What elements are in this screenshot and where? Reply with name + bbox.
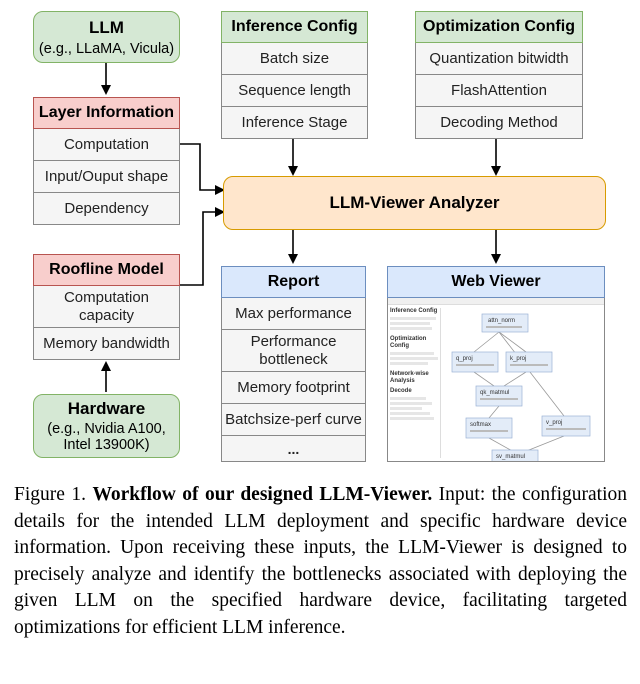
roofline-item: Computation capacity: [33, 286, 180, 328]
optimization-config-item: FlashAttention: [415, 75, 583, 107]
web-viewer-header: Web Viewer: [387, 266, 605, 298]
analyzer-box: LLM-Viewer Analyzer: [223, 176, 606, 230]
report-header: Report: [221, 266, 366, 298]
caption-title: Workflow of our designed LLM-Viewer.: [92, 484, 433, 505]
mini-node-label: softmax: [470, 422, 491, 428]
report-item: ...: [221, 436, 366, 462]
layer-info-title: Layer Information: [38, 104, 175, 121]
mini-node: [451, 351, 499, 373]
web-viewer-title: Web Viewer: [451, 273, 541, 290]
inference-config-header: Inference Config: [221, 11, 368, 43]
roofline-header: Roofline Model: [33, 254, 180, 286]
hardware-line1: (e.g., Nvidia A100,: [47, 421, 166, 437]
optimization-config-item: Quantization bitwidth: [415, 43, 583, 75]
mini-sidebar-heading: Inference Config: [390, 308, 438, 314]
mini-node: [491, 449, 539, 461]
report-item: Memory footprint: [221, 372, 366, 404]
analyzer-title: LLM-Viewer Analyzer: [329, 193, 500, 212]
mini-node-label: qk_matmul: [480, 390, 509, 396]
mini-node: [475, 385, 523, 407]
optimization-config-header: Optimization Config: [415, 11, 583, 43]
hardware-line2: Intel 13900K): [63, 437, 150, 453]
optimization-config-title: Optimization Config: [423, 18, 575, 35]
layer-info-item: Dependency: [33, 193, 180, 225]
llm-box: LLM (e.g., LLaMA, Vicula): [33, 11, 180, 63]
hardware-box: Hardware (e.g., Nvidia A100, Intel 13900…: [33, 394, 180, 458]
mini-node-label: q_proj: [456, 356, 473, 362]
inference-config-item: Inference Stage: [221, 107, 368, 139]
mini-node: [505, 351, 553, 373]
roofline-title: Roofline Model: [49, 261, 164, 278]
mini-node-label: attn_norm: [488, 318, 515, 324]
mini-graph: attn_norm q_proj k_proj qk_matmul softma…: [451, 313, 591, 461]
mini-node-label: sv_matmul: [496, 454, 525, 460]
layer-info-item: Input/Ouput shape: [33, 161, 180, 193]
inference-config-item: Sequence length: [221, 75, 368, 107]
layer-info-header: Layer Information: [33, 97, 180, 129]
llm-subtitle: (e.g., LLaMA, Vicula): [38, 40, 175, 57]
mini-node: [541, 415, 591, 437]
mini-sidebar-heading: Decode: [390, 388, 412, 394]
roofline-item: Memory bandwidth: [33, 328, 180, 360]
layer-info-item: Computation: [33, 129, 180, 161]
mini-sidebar-heading: Network-wise Analysis: [390, 371, 429, 384]
mini-node-label: v_proj: [546, 420, 562, 426]
connector-arrows: [101, 63, 501, 392]
report-item: Max performance: [221, 298, 366, 330]
report-item: Performance bottleneck: [221, 330, 366, 372]
caption-label: Figure 1.: [14, 484, 86, 505]
inference-config-item: Batch size: [221, 43, 368, 75]
web-viewer-screenshot: Inference Config Optimization Config Net…: [387, 298, 605, 462]
report-item: Batchsize-perf curve: [221, 404, 366, 436]
caption-body: Input: the configuration details for the…: [14, 484, 628, 638]
report-item-label: Performance bottleneck: [250, 332, 337, 368]
report-title: Report: [267, 273, 320, 290]
hardware-title: Hardware: [67, 399, 146, 418]
llm-title: LLM: [89, 17, 124, 37]
inference-config-title: Inference Config: [231, 18, 358, 35]
mini-node: [465, 417, 513, 439]
roofline-item-label: Computation capacity: [63, 288, 150, 324]
mini-node-label: k_proj: [510, 356, 526, 362]
optimization-config-item: Decoding Method: [415, 107, 583, 139]
figure-caption: Figure 1. Workflow of our designed LLM-V…: [14, 482, 627, 641]
mini-sidebar-heading: Optimization Config: [390, 336, 427, 349]
